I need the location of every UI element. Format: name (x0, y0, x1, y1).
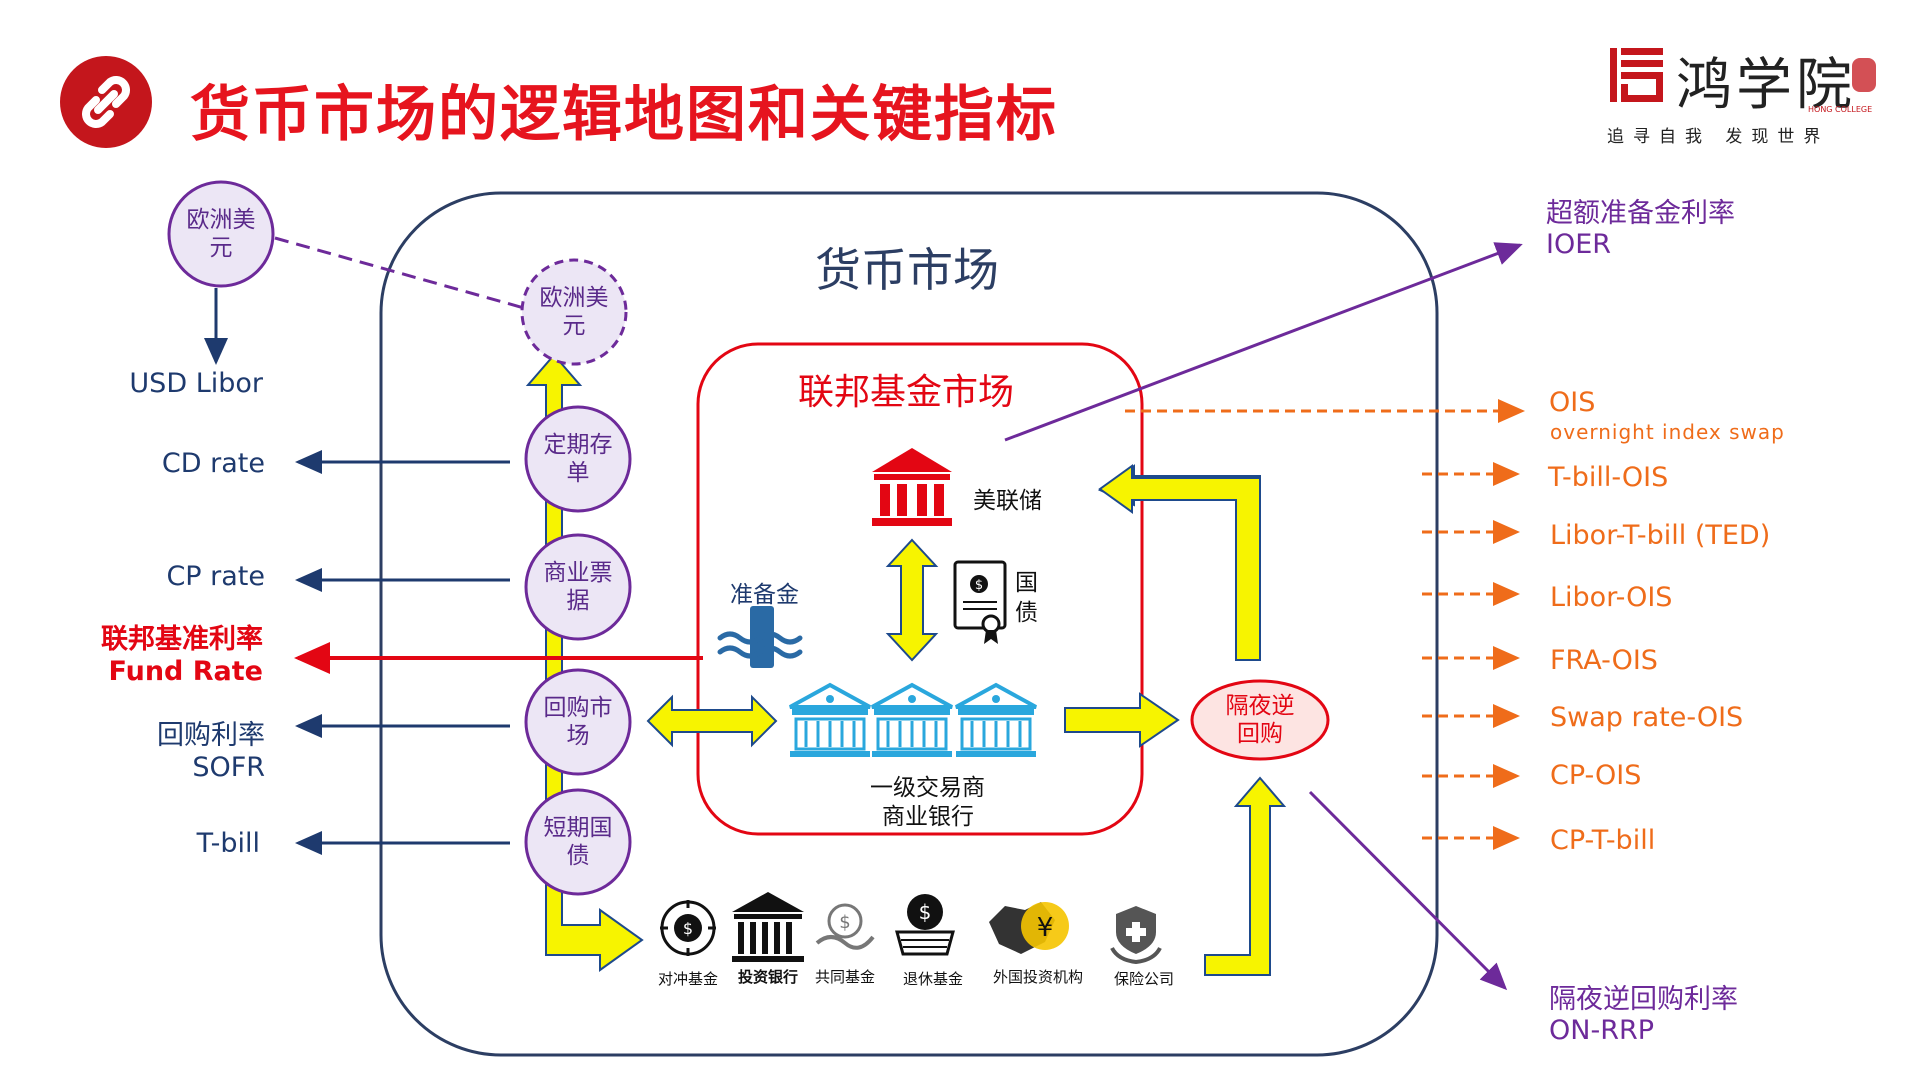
foreign-investor-icon: ¥ (989, 902, 1069, 954)
fed-funds-market-label: 联邦基金市场 (798, 372, 1015, 413)
bank-icon (871, 682, 953, 757)
eurodollar-outer-label: 欧洲美元 (186, 207, 256, 261)
tbill-rate-label: T-bill (196, 828, 260, 859)
node-label-repo: 回购市场 (543, 695, 613, 749)
page-title: 货币市场的逻辑地图和关键指标 (190, 80, 1058, 150)
onrrp-node-label: 隔夜逆回购 (1225, 693, 1295, 747)
spread-cp-tbill: CP-T-bill (1550, 825, 1656, 856)
fed-fund-rate-en: Fund Rate (108, 656, 264, 687)
cp-node (524, 533, 632, 641)
fed-fund-rate-cn: 联邦基准利率 (101, 624, 263, 655)
node-label-tbill: 短期国债 (543, 815, 613, 869)
dealers-label-2: 商业银行 (882, 804, 974, 830)
repo-rate-en: SOFR (192, 752, 265, 783)
svg-text:$: $ (975, 578, 983, 593)
cp-rate-label: CP rate (166, 561, 265, 592)
institution-foreign: 外国投资机构 (992, 968, 1083, 986)
eurodollar-inner-node (520, 258, 628, 366)
svg-text:$: $ (683, 919, 693, 938)
tbill-node (524, 788, 632, 896)
dealers-label-1: 一级交易商 (870, 775, 985, 801)
logo-text: 鸿学院 (1676, 53, 1856, 118)
treasury-label: 国债 (1015, 570, 1038, 626)
ioer-arrow (1004, 242, 1523, 442)
repo-node (524, 668, 632, 776)
spread-libor-ois: Libor-OIS (1550, 582, 1673, 613)
logo-mark (1608, 46, 1666, 104)
onrrp-rate-label-en: ON-RRP (1549, 1015, 1654, 1046)
spread-fra-ois: FRA-OIS (1550, 645, 1658, 676)
fed-dealers-double-arrow (885, 538, 939, 662)
fed-funds-box (696, 342, 1144, 836)
ioer-label-en: IOER (1546, 229, 1612, 260)
money-market-label: 货币市场 (815, 243, 999, 297)
spread-tbill-ois: T-bill-OIS (1548, 462, 1669, 493)
insurance-icon (1110, 906, 1162, 965)
ioer-label-cn: 超额准备金利率 (1546, 198, 1735, 229)
node-label-cd: 定期存单 (543, 432, 613, 486)
institution-hedge-fund: 对冲基金 (657, 970, 718, 988)
reserves-icon (717, 606, 803, 668)
repo-rate-cn: 回购利率 (157, 720, 265, 751)
logo-slogan: 追寻自我 发现世界 (1607, 127, 1830, 147)
bank-icon (955, 682, 1037, 757)
cd-rate-label: CD rate (161, 448, 265, 479)
onrrp-rate-arrow (1308, 790, 1508, 991)
mutual-fund-icon: $ (815, 903, 875, 950)
spread-cp-ois: CP-OIS (1550, 760, 1642, 791)
dealers-onrrp-arrow (1064, 692, 1180, 748)
bank-icon (789, 682, 871, 757)
logo-en: HONG COLLEGE (1808, 105, 1873, 114)
institutions-onrrp-arrow (1204, 776, 1287, 976)
treasury-bond-icon: $ (953, 560, 1007, 644)
institution-investment-bank: 投资银行 (737, 968, 798, 986)
node-label-eurodollar: 欧洲美元 (539, 285, 609, 339)
institution-mutual-fund: 共同基金 (814, 968, 875, 986)
money-market-box (379, 191, 1439, 1057)
fed-building-icon (872, 448, 952, 526)
reserves-label: 准备金 (730, 582, 799, 608)
svg-text:$: $ (839, 912, 850, 933)
fed-label: 美联储 (973, 488, 1042, 514)
spread-swap-ois: Swap rate-OIS (1550, 702, 1744, 733)
usd-libor-label: USD Libor (129, 368, 263, 399)
ois-label: OIS (1549, 387, 1596, 418)
institution-insurance: 保险公司 (1113, 970, 1174, 988)
onrrp-node (1190, 679, 1330, 761)
eurodollar-outer-node (167, 180, 275, 288)
node-label-cp: 商业票据 (543, 560, 613, 614)
logo-seal (1852, 58, 1876, 92)
institution-pension-fund: 退休基金 (902, 970, 963, 988)
investment-bank-icon (732, 892, 804, 962)
cd-node (524, 405, 632, 513)
link-icon (60, 56, 152, 148)
svg-text:¥: ¥ (1037, 913, 1054, 943)
onrrp-rate-label-cn: 隔夜逆回购利率 (1549, 984, 1738, 1015)
hedge-fund-icon: $ (660, 900, 716, 956)
repo-dealers-double-arrow (646, 694, 778, 748)
spread-ted: Libor-T-bill (TED) (1550, 520, 1771, 551)
ois-sub-label: overnight index swap (1550, 420, 1785, 444)
pension-fund-icon: $ (895, 894, 955, 956)
svg-text:$: $ (919, 900, 932, 924)
